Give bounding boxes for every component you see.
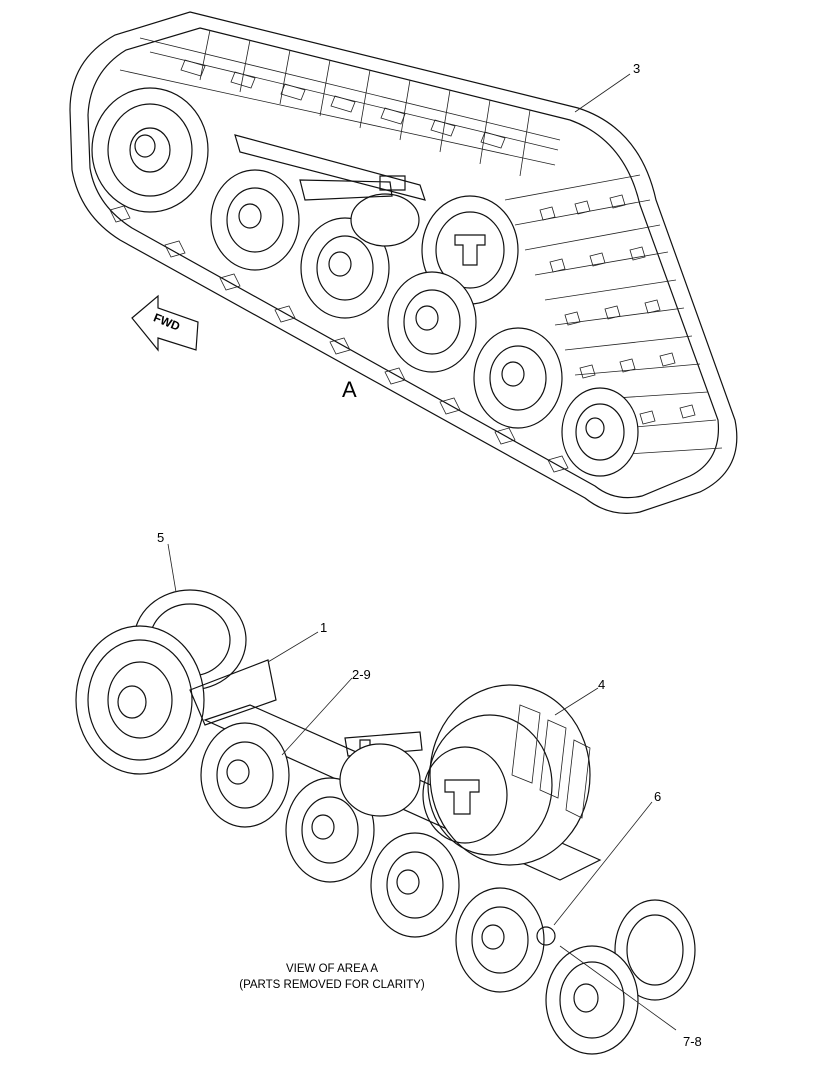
track-rollers-upper	[210, 169, 639, 477]
front-idler-wheel	[91, 87, 209, 213]
callout-4-leader	[554, 687, 599, 716]
roller-frame	[203, 704, 602, 881]
callout-3: 3	[633, 61, 640, 76]
track-end-treads	[504, 174, 723, 456]
callout-7-8-leader	[559, 945, 677, 1031]
forward-direction-arrow: FWD	[131, 294, 199, 352]
undercarriage-detail	[75, 589, 696, 1055]
area-a-label: A	[342, 377, 357, 402]
caption-line-2: (PARTS REMOVED FOR CLARITY)	[239, 979, 425, 991]
callout-1: 1	[320, 620, 327, 635]
callout-2-9-leader	[281, 677, 353, 756]
frame-tube	[234, 134, 426, 201]
callout-6-leader	[553, 801, 653, 926]
track-assembly	[69, 11, 738, 514]
callout-3-leader	[574, 73, 631, 113]
callout-5-leader	[167, 543, 177, 593]
callout-4: 4	[598, 677, 605, 692]
idler-arm	[189, 659, 277, 726]
callout-5: 5	[157, 530, 164, 545]
fwd-label: FWD	[151, 310, 182, 333]
callout-6: 6	[654, 789, 661, 804]
callout-1-leader	[267, 631, 319, 663]
callout-2-9: 2-9	[352, 667, 371, 682]
final-drive-sprocket	[422, 684, 591, 866]
callout-7-8: 7-8	[683, 1034, 702, 1049]
track-rollers-lower	[200, 722, 545, 993]
track-tensioner	[299, 175, 406, 201]
track-guide-lugs	[109, 205, 569, 473]
rear-idler-pair	[536, 899, 696, 1055]
caption-line-1: VIEW OF AREA A	[286, 963, 378, 975]
track-tread-lugs	[119, 29, 561, 177]
